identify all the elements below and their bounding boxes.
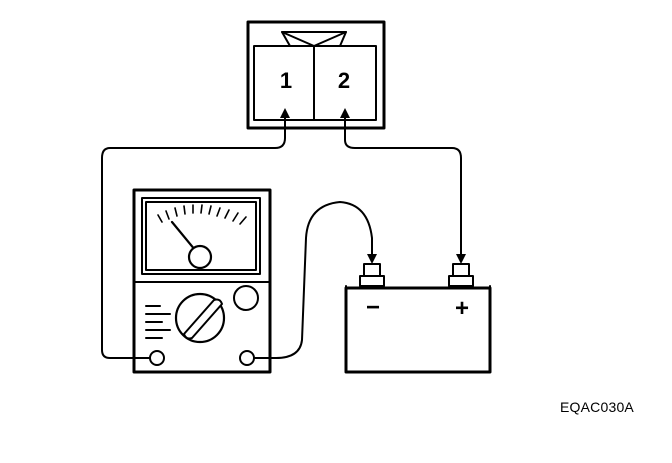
battery-negative-post (363, 263, 381, 277)
meter-scale (157, 204, 247, 225)
multimeter (132, 188, 272, 374)
lead-meter-to-battery-negative (253, 201, 373, 359)
connector-housing (246, 20, 386, 130)
lead-pin2-to-battery-positive (344, 117, 462, 259)
figure-code: EQAC030A (560, 399, 634, 415)
arrow-battery-positive (456, 254, 466, 264)
meter-display (145, 201, 257, 271)
lead-pin1-to-meter (101, 117, 286, 359)
meter-display-frame (141, 197, 261, 275)
battery-case (344, 286, 492, 374)
pin-1-label: 1 (280, 68, 292, 93)
zero-adjust-knob[interactable] (233, 285, 259, 311)
meter-jack-common[interactable] (149, 350, 165, 366)
battery-positive-label: + (455, 295, 469, 322)
range-markings (145, 305, 171, 339)
test-leads (101, 117, 466, 359)
battery-positive-post (452, 263, 470, 277)
meter-jack-input[interactable] (239, 350, 255, 366)
range-selector-knob[interactable] (174, 292, 226, 344)
arrow-battery-negative (367, 254, 377, 264)
battery: − + (344, 263, 492, 374)
connector-lock-tab (281, 31, 347, 47)
pin-2-label: 2 (338, 68, 350, 93)
lock-tab-line-left (281, 31, 315, 47)
battery-positive-base (448, 275, 474, 287)
connector: 1 2 (246, 20, 386, 130)
lock-tab-line-right (313, 31, 347, 47)
probe-arrow-pin-2 (340, 108, 350, 118)
meter-needle-pivot (187, 244, 213, 270)
probe-arrow-pin-1 (280, 108, 290, 118)
battery-negative-label: − (366, 294, 380, 321)
range-selector-pointer-icon (183, 298, 223, 340)
battery-negative-base (359, 275, 385, 287)
